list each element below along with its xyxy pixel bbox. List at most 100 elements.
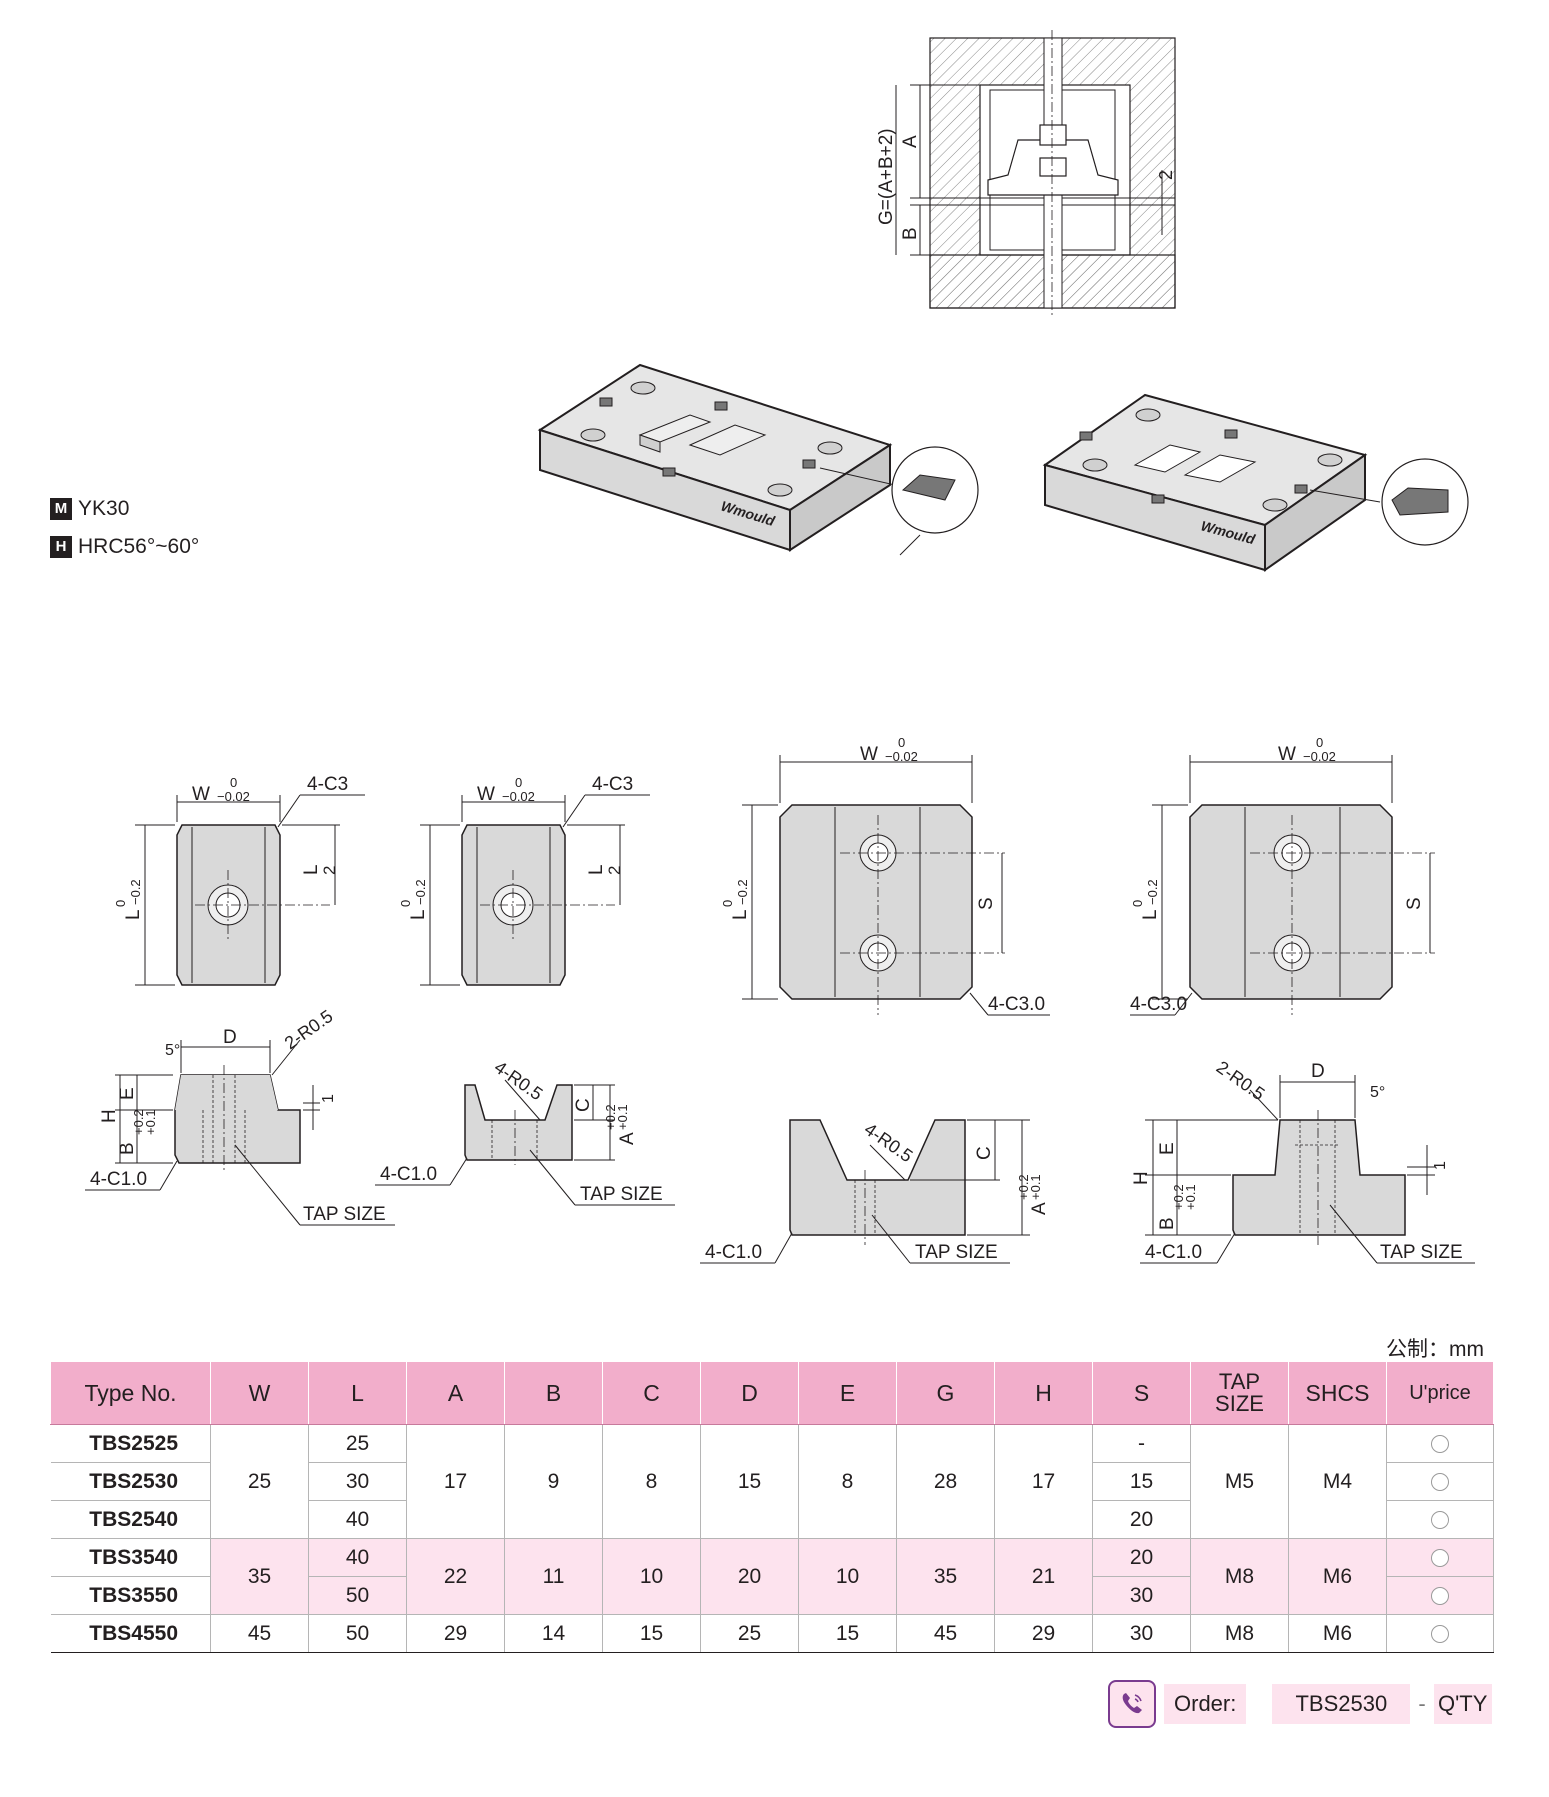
g-cell: 35 xyxy=(896,1538,995,1615)
unit-label: 公制：mm xyxy=(1386,1338,1484,1361)
s-cell: 20 xyxy=(1092,1538,1191,1577)
e-cell: 8 xyxy=(798,1424,897,1539)
angle-label: 5° xyxy=(165,1042,180,1059)
hardness-value: HRC56°~60° xyxy=(78,535,200,558)
l-tol-upper: 0 xyxy=(1130,900,1145,907)
select-radio[interactable] xyxy=(1431,1472,1449,1491)
col-header-g: G xyxy=(896,1361,995,1425)
chamfer-label: 4-C3 xyxy=(592,774,633,795)
w-tol-lower: −0.02 xyxy=(885,749,918,764)
col-header-a: A xyxy=(406,1361,505,1425)
gap-two-label: 2 xyxy=(1156,170,1176,180)
w-cell: 25 xyxy=(210,1424,309,1539)
b-cell: 14 xyxy=(504,1614,603,1653)
h-cell: 29 xyxy=(994,1614,1093,1653)
a-cell: 29 xyxy=(406,1614,505,1653)
h-cell: 17 xyxy=(994,1424,1093,1539)
tap-label: TAP SIZE xyxy=(1380,1242,1463,1263)
l-label: L xyxy=(123,909,144,920)
type-cell: TBS2525 xyxy=(50,1424,211,1463)
l-tol-upper: 0 xyxy=(720,900,735,907)
select-radio[interactable] xyxy=(1431,1586,1449,1605)
tap-label: TAP SIZE xyxy=(580,1184,663,1205)
shcs-cell: M4 xyxy=(1288,1424,1387,1539)
b-label: B xyxy=(117,1142,138,1155)
col-header-w: W xyxy=(210,1361,309,1425)
type-cell: TBS4550 xyxy=(50,1614,211,1653)
b-tol-lower: +0.1 xyxy=(143,1109,158,1135)
radius-label: 2-R0.5 xyxy=(1213,1057,1269,1104)
l-half-den: 2 xyxy=(320,866,339,875)
uprice-cell[interactable] xyxy=(1386,1424,1494,1463)
table-row: TBS2525 25 25 17 9 8 15 8 28 17 - M5 M4 xyxy=(50,1424,1494,1539)
h-cell: 21 xyxy=(994,1538,1093,1615)
e-cell: 15 xyxy=(798,1614,897,1653)
material-row: M YK30 xyxy=(50,490,199,528)
col-header-l: L xyxy=(308,1361,407,1425)
g-cell: 28 xyxy=(896,1424,995,1539)
c-cell: 10 xyxy=(602,1538,701,1615)
spec-table: Type No. W L A B C D E G H S TAP SIZE SH… xyxy=(50,1361,1494,1653)
uprice-cell[interactable] xyxy=(1386,1614,1494,1653)
s-cell: 30 xyxy=(1092,1576,1191,1615)
part-top-view-3: W 0 −0.02 L 0 −0.2 S 4-C3.0 xyxy=(720,735,1050,1016)
part-side-view-2: C A +0.2 +0.1 4-R0.5 4-C1.0 TAP SIZE xyxy=(375,1057,675,1206)
s-cell: 30 xyxy=(1092,1614,1191,1653)
h-label: H xyxy=(1131,1171,1152,1185)
w-label: W xyxy=(477,784,495,805)
iso-plate-right: Wmould xyxy=(1042,393,1469,572)
table-header-row: Type No. W L A B C D E G H S TAP SIZE SH… xyxy=(50,1361,1494,1425)
w-tol-lower: −0.02 xyxy=(502,789,535,804)
a-cell: 17 xyxy=(406,1424,505,1539)
s-cell: - xyxy=(1092,1424,1191,1463)
s-cell: 20 xyxy=(1092,1500,1191,1539)
col-header-b: B xyxy=(504,1361,603,1425)
d-label: D xyxy=(1311,1061,1325,1082)
chamfer-label: 4-C3.0 xyxy=(988,994,1045,1015)
e-cell: 10 xyxy=(798,1538,897,1615)
iso-plate-left: Wmould xyxy=(537,363,979,556)
c-cell: 15 xyxy=(602,1614,701,1653)
shcs-cell: M6 xyxy=(1288,1538,1387,1615)
hardness-row: H HRC56°~60° xyxy=(50,528,199,566)
c-one-label: 4-C1.0 xyxy=(380,1164,437,1185)
b-cell: 9 xyxy=(504,1424,603,1539)
type-cell: TBS3550 xyxy=(50,1576,211,1615)
w-tol-upper: 0 xyxy=(515,775,522,790)
select-radio[interactable] xyxy=(1431,1510,1449,1529)
l-cell: 25 xyxy=(308,1424,407,1463)
col-header-d: D xyxy=(700,1361,799,1425)
uprice-cell[interactable] xyxy=(1386,1500,1494,1539)
g-cell: 45 xyxy=(896,1614,995,1653)
b-label: B xyxy=(1157,1217,1178,1230)
select-radio[interactable] xyxy=(1431,1624,1449,1643)
e-label: E xyxy=(117,1087,138,1100)
a-tol-upper: +0.2 xyxy=(1016,1174,1031,1200)
material-value: YK30 xyxy=(78,497,130,520)
select-radio[interactable] xyxy=(1431,1434,1449,1453)
l-cell: 50 xyxy=(308,1576,407,1615)
uprice-cell[interactable] xyxy=(1386,1538,1494,1577)
col-header-e: E xyxy=(798,1361,897,1425)
select-radio[interactable] xyxy=(1431,1548,1449,1567)
b-tol-lower: +0.1 xyxy=(1183,1184,1198,1210)
w-tol-upper: 0 xyxy=(1316,735,1323,750)
uprice-cell[interactable] xyxy=(1386,1462,1494,1501)
d-cell: 20 xyxy=(700,1538,799,1615)
angle-label: 5° xyxy=(1370,1084,1385,1101)
order-example[interactable]: TBS2530 xyxy=(1272,1684,1411,1724)
w-label: W xyxy=(1278,744,1296,765)
d-label: D xyxy=(223,1027,237,1048)
one-label: 1 xyxy=(320,1094,337,1103)
part-top-view-4: W 0 −0.02 L 0 −0.2 S 4-C3.0 xyxy=(1130,735,1435,1016)
col-header-c: C xyxy=(602,1361,701,1425)
a-label: A xyxy=(900,135,921,148)
part-side-view-3: C A +0.2 +0.1 4-R0.5 4-C1.0 TAP SIZE xyxy=(700,1119,1050,1264)
uprice-cell[interactable] xyxy=(1386,1576,1494,1615)
hardness-icon: H xyxy=(50,536,72,558)
table-row: TBS4550 45 50 29 14 15 25 15 45 29 30 M8… xyxy=(50,1614,1494,1653)
phone-icon[interactable] xyxy=(1108,1680,1156,1728)
order-qty[interactable]: Q'TY xyxy=(1433,1684,1492,1724)
type-cell: TBS3540 xyxy=(50,1538,211,1577)
l-label: L xyxy=(730,909,751,920)
